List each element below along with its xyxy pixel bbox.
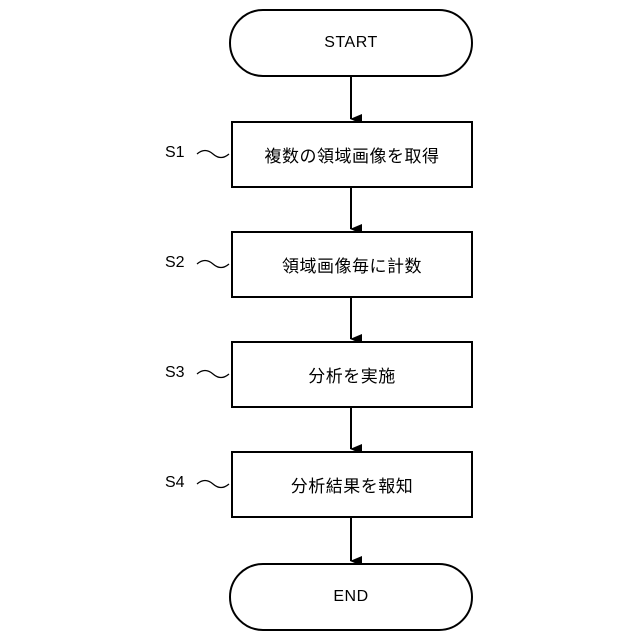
leader-s2 <box>197 261 229 268</box>
start-terminal: START <box>229 9 473 77</box>
step-label-s2: S2 <box>165 255 185 271</box>
end-terminal: END <box>229 563 473 631</box>
step-label-s1: S1 <box>165 145 185 161</box>
end-label: END <box>333 588 368 606</box>
step-label-s3: S3 <box>165 365 185 381</box>
leader-s1 <box>197 151 229 158</box>
start-label: START <box>324 34 377 52</box>
step-box-s1: 複数の領域画像を取得 <box>231 121 473 188</box>
step-text-s1: 複数の領域画像を取得 <box>265 142 440 167</box>
step-text-s3: 分析を実施 <box>308 362 396 387</box>
step-box-s3: 分析を実施 <box>231 341 473 408</box>
leader-s3 <box>197 371 229 378</box>
step-text-s2: 領域画像毎に計数 <box>282 252 422 277</box>
step-box-s2: 領域画像毎に計数 <box>231 231 473 298</box>
step-label-s4: S4 <box>165 475 185 491</box>
step-text-s4: 分析結果を報知 <box>291 472 414 497</box>
step-box-s4: 分析結果を報知 <box>231 451 473 518</box>
leader-s4 <box>197 481 229 488</box>
